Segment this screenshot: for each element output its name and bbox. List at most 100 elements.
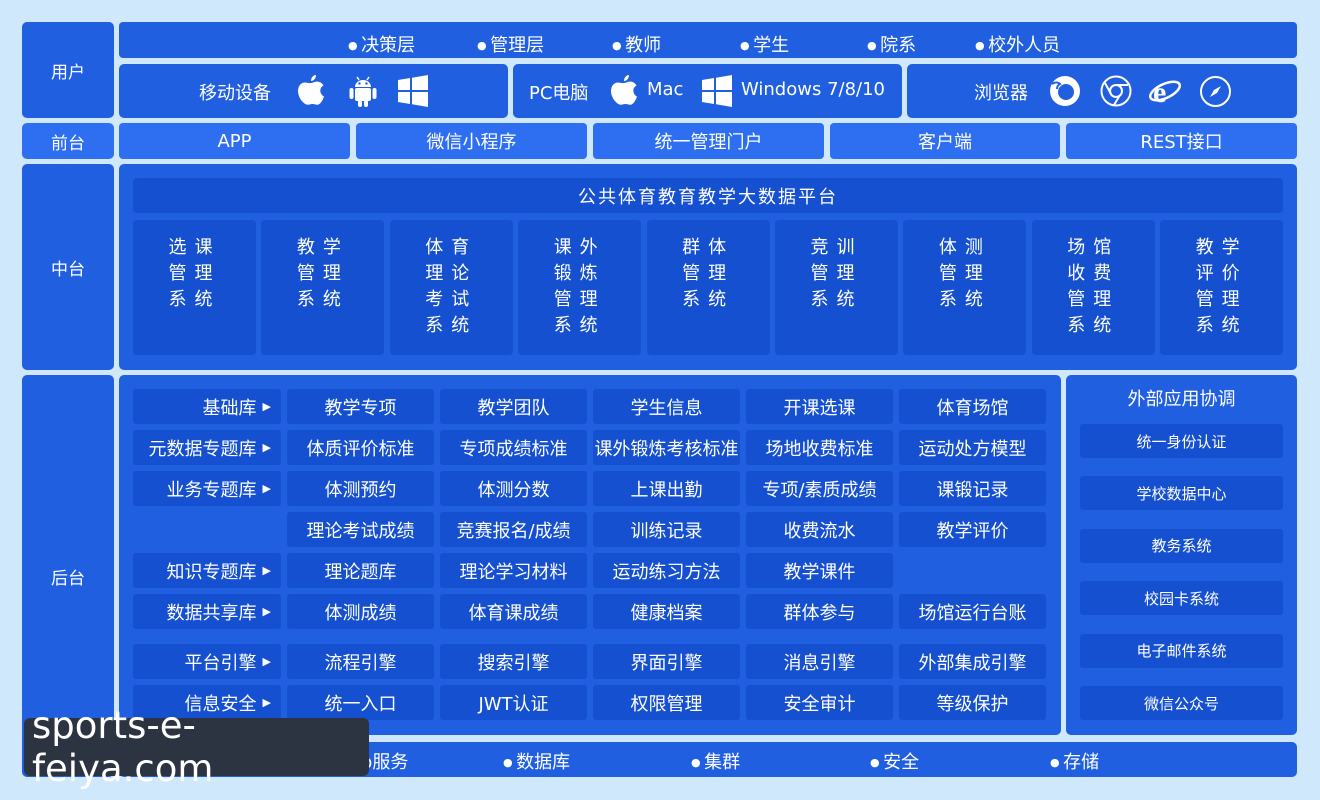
data-cell[interactable]: 教学课件 — [746, 553, 893, 588]
data-cell[interactable]: 收费流水 — [746, 512, 893, 547]
data-cell[interactable]: JWT认证 — [440, 685, 587, 720]
system-line: 管理 — [553, 289, 606, 310]
caret-right-icon: ▶ — [262, 400, 271, 413]
caret-right-icon: ▶ — [262, 605, 271, 618]
data-cell[interactable]: 专项成绩标准 — [440, 430, 587, 465]
external-item[interactable]: 教务系统 — [1080, 528, 1283, 563]
data-cell[interactable]: 体测成绩 — [287, 594, 434, 629]
system-box[interactable]: 体测管理系统 — [903, 220, 1027, 355]
data-cell[interactable]: 训练记录 — [593, 512, 740, 547]
role-item: 决策层 — [348, 31, 415, 57]
data-cell[interactable]: 理论考试成绩 — [287, 512, 434, 547]
system-line: 系统 — [1195, 315, 1248, 336]
firefox-icon — [1050, 76, 1080, 106]
data-cell[interactable]: 课外锻炼考核标准 — [593, 430, 740, 465]
data-cell[interactable]: 健康档案 — [593, 594, 740, 629]
chrome-icon — [1100, 75, 1132, 107]
data-cell[interactable]: 消息引擎 — [746, 644, 893, 679]
data-cell[interactable]: 搜索引擎 — [440, 644, 587, 679]
system-line: 教学 — [296, 237, 349, 258]
row-label-user: 用户 — [22, 22, 114, 118]
system-box[interactable]: 群体管理系统 — [646, 220, 770, 355]
role-item: 管理层 — [477, 31, 544, 57]
front-item-client[interactable]: 客户端 — [830, 123, 1060, 159]
data-cell[interactable]: 理论学习材料 — [440, 553, 587, 588]
data-cell[interactable]: 教学专项 — [287, 389, 434, 424]
data-cell[interactable]: 体育课成绩 — [440, 594, 587, 629]
role-item: 教师 — [612, 31, 661, 57]
pc-label: PC电脑 — [529, 83, 589, 104]
data-cell[interactable]: 课锻记录 — [899, 471, 1046, 506]
data-cell[interactable]: 界面引擎 — [593, 644, 740, 679]
data-cell[interactable]: 教学评价 — [899, 512, 1046, 547]
system-box[interactable]: 体育理论考试系统 — [389, 220, 513, 355]
data-cell[interactable]: 群体参与 — [746, 594, 893, 629]
system-line: 系统 — [553, 315, 606, 336]
pc-device-box: PC电脑 Mac Windows 7/8/10 — [513, 64, 902, 118]
caret-right-icon: ▶ — [262, 564, 271, 577]
system-line: 课外 — [553, 237, 606, 258]
windows-label: Windows 7/8/10 — [741, 79, 886, 100]
row-label-middle: 中台 — [22, 164, 114, 370]
system-line: 管理 — [1195, 289, 1248, 310]
system-line: 考试 — [425, 289, 478, 310]
system-line: 系统 — [682, 289, 735, 310]
data-cell[interactable]: 流程引擎 — [287, 644, 434, 679]
system-line: 系统 — [296, 289, 349, 310]
platform-title: 公共体育教育教学大数据平台 — [133, 178, 1283, 213]
external-title: 外部应用协调 — [1127, 389, 1236, 410]
system-line: 体测 — [938, 237, 991, 258]
system-box[interactable]: 教学管理系统 — [261, 220, 385, 355]
system-line: 管理 — [682, 263, 735, 284]
windows-icon — [702, 75, 732, 107]
data-cell[interactable]: 等级保护 — [899, 685, 1046, 720]
external-item[interactable]: 学校数据中心 — [1080, 476, 1283, 511]
data-cell[interactable]: 专项/素质成绩 — [746, 471, 893, 506]
apple-icon — [298, 75, 324, 105]
system-box[interactable]: 竞训管理系统 — [775, 220, 898, 355]
data-cell[interactable]: 统一入口 — [287, 685, 434, 720]
data-cell[interactable]: 学生信息 — [593, 389, 740, 424]
data-cell[interactable]: 安全审计 — [746, 685, 893, 720]
system-line: 竞训 — [810, 237, 863, 258]
data-cell[interactable]: 场地收费标准 — [746, 430, 893, 465]
system-line: 管理 — [168, 263, 221, 284]
role-item: 校外人员 — [975, 31, 1060, 57]
system-line: 系统 — [1067, 315, 1120, 336]
data-cell[interactable]: 体测预约 — [287, 471, 434, 506]
row-label-back: 后台 — [22, 375, 114, 777]
back-row-label: 数据共享库▶ — [133, 594, 281, 629]
data-cell[interactable]: 场馆运行台账 — [899, 594, 1046, 629]
role-item: 院系 — [867, 31, 916, 57]
data-cell[interactable]: 运动处方模型 — [899, 430, 1046, 465]
back-row-label: 元数据专题库▶ — [133, 430, 281, 465]
data-cell[interactable]: 体测分数 — [440, 471, 587, 506]
front-item-wechat-miniprogram[interactable]: 微信小程序 — [356, 123, 587, 159]
external-item[interactable]: 统一身份认证 — [1080, 424, 1283, 458]
back-row-label: 知识专题库▶ — [133, 553, 281, 588]
system-line: 系统 — [425, 315, 478, 336]
data-cell[interactable]: 运动练习方法 — [593, 553, 740, 588]
external-item[interactable]: 校园卡系统 — [1080, 581, 1283, 616]
caret-right-icon: ▶ — [262, 482, 271, 495]
data-cell[interactable]: 外部集成引擎 — [899, 644, 1046, 679]
data-cell[interactable]: 竞赛报名/成绩 — [440, 512, 587, 547]
front-item-rest-api[interactable]: REST接口 — [1066, 123, 1297, 159]
system-box[interactable]: 教学评价管理系统 — [1160, 220, 1284, 355]
data-cell[interactable]: 理论题库 — [287, 553, 434, 588]
data-cell[interactable]: 教学团队 — [440, 389, 587, 424]
system-box[interactable]: 场馆收费管理系统 — [1031, 220, 1155, 355]
external-item[interactable]: 电子邮件系统 — [1080, 633, 1283, 668]
system-line: 管理 — [296, 263, 349, 284]
data-cell[interactable]: 权限管理 — [593, 685, 740, 720]
infra-item: 存储 — [1050, 748, 1099, 774]
data-cell[interactable]: 上课出勤 — [593, 471, 740, 506]
system-box[interactable]: 选课管理系统 — [133, 220, 256, 355]
data-cell[interactable]: 开课选课 — [746, 389, 893, 424]
system-box[interactable]: 课外锻炼管理系统 — [518, 220, 642, 355]
external-item[interactable]: 微信公众号 — [1080, 686, 1283, 720]
front-item-app[interactable]: APP — [119, 123, 350, 159]
data-cell[interactable]: 体育场馆 — [899, 389, 1046, 424]
data-cell[interactable]: 体质评价标准 — [287, 430, 434, 465]
front-item-portal[interactable]: 统一管理门户 — [593, 123, 824, 159]
